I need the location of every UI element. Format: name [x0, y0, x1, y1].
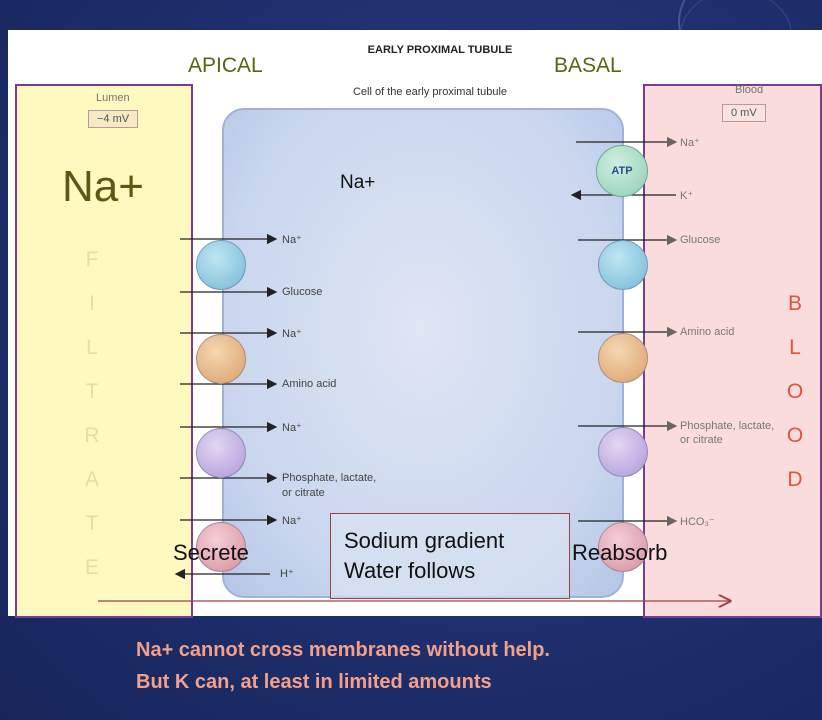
caption-line-2: But K can, at least in limited amounts: [136, 671, 492, 693]
basal-label-glucose: Glucose: [680, 234, 721, 246]
glucose-transporter-basal: [598, 240, 648, 290]
apical-label-h: H⁺: [280, 568, 294, 580]
glucose-cotransporter: [196, 240, 246, 290]
filtrate-letter: F: [85, 248, 99, 271]
apical-label-amino-acid: Amino acid: [282, 378, 337, 390]
blood-letter: B: [787, 292, 802, 315]
apical-label-na-1: Na⁺: [282, 234, 302, 246]
apical-label-glucose: Glucose: [282, 286, 323, 298]
basal-label-phosphate: Phosphate, lactate,: [680, 420, 775, 432]
filtrate-letter: T: [85, 380, 99, 403]
apical-label-phosphate: Phosphate, lactate,: [282, 472, 377, 484]
lumen-label: Lumen: [96, 92, 130, 104]
apical-label-na-2: Na⁺: [282, 328, 302, 340]
na-k-atpase: ATP: [596, 145, 648, 197]
reabsorb-label: Reabsorb: [572, 540, 668, 565]
cell-label: Cell of the early proximal tubule: [352, 86, 508, 98]
filtrate-letter: R: [84, 424, 100, 447]
filtrate-vertical-text: F I L T R A T E: [82, 238, 102, 590]
amino-acid-cotransporter: [196, 334, 246, 384]
na-h-exchanger: [196, 522, 246, 572]
apical-label-na-4: Na⁺: [282, 515, 302, 527]
gradient-line-1: Sodium gradient: [344, 528, 505, 553]
diagram-title: EARLY PROXIMAL TUBULE: [367, 44, 513, 56]
blood-vertical-text: B L O O D: [785, 282, 805, 502]
basal-label-amino-acid: Amino acid: [680, 326, 735, 338]
phosphate-cotransporter: [196, 428, 246, 478]
big-na-label: Na+: [62, 162, 144, 211]
filtrate-letter: L: [86, 336, 98, 359]
lumen-region: [15, 84, 193, 618]
blood-voltage: 0 mV: [722, 104, 766, 122]
basal-label: BASAL: [554, 54, 622, 77]
apical-label: APICAL: [188, 54, 263, 77]
apical-label-citrate: or citrate: [282, 487, 325, 499]
basal-label-k: K⁺: [680, 190, 694, 202]
caption-line-1: Na+ cannot cross membranes without help.: [136, 639, 550, 661]
slide-caption: Na+ cannot cross membranes without help.…: [136, 634, 550, 698]
secrete-label: Secrete: [173, 540, 249, 565]
apical-label-na-3: Na⁺: [282, 422, 302, 434]
basal-label-citrate: or citrate: [680, 434, 723, 446]
amino-acid-transporter-basal: [598, 333, 648, 383]
sodium-gradient-box: Sodium gradient Water follows: [330, 513, 570, 599]
filtrate-letter: A: [84, 468, 99, 491]
bicarbonate-transporter-basal: [598, 522, 648, 572]
phosphate-transporter-basal: [598, 427, 648, 477]
blood-letter: D: [787, 468, 803, 491]
filtrate-letter: I: [89, 292, 95, 315]
blood-label: Blood: [735, 84, 764, 96]
cell-na-label: Na+: [340, 172, 376, 193]
blood-letter: L: [789, 336, 801, 359]
filtrate-letter: T: [85, 512, 99, 535]
filtrate-letter: E: [84, 556, 99, 579]
blood-letter: O: [786, 380, 804, 403]
basal-label-na: Na⁺: [680, 137, 700, 149]
basal-label-bicarbonate: HCO₃⁻: [680, 516, 715, 528]
blood-region: [643, 84, 822, 618]
blood-letter: O: [786, 424, 804, 447]
lumen-voltage: −4 mV: [88, 110, 139, 128]
gradient-line-2: Water follows: [344, 558, 476, 583]
